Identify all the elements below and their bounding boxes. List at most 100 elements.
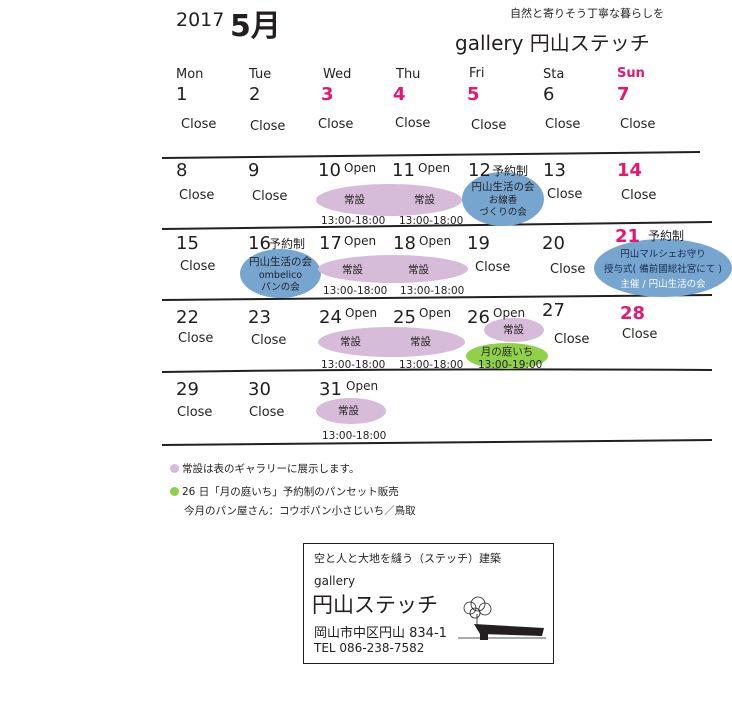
day-24: 24	[319, 307, 342, 328]
regular-exhibit-blob	[318, 327, 465, 357]
day-31: 31	[319, 379, 342, 400]
regular-exhibit-label: 常設	[338, 405, 359, 417]
day-30: 30	[248, 379, 271, 400]
day-23: 23	[248, 307, 271, 328]
day-16: 16	[248, 233, 271, 254]
day-9: 9	[248, 160, 260, 181]
regular-exhibit-label: 常設	[408, 264, 429, 276]
note-text: 26 日「月の庭いち」予約制のパンセット販売	[182, 486, 399, 498]
day-27: 27	[542, 300, 565, 321]
event-title: 円山マルシェお守り	[620, 249, 706, 260]
day-8: 8	[176, 160, 188, 181]
day-21: 21	[615, 226, 641, 247]
gallery-title: gallery 円山ステッチ	[455, 31, 650, 55]
regular-exhibit-blob	[318, 255, 468, 283]
note-bakery: 今月のパン屋さん：コウボパン小さじいち／鳥取	[184, 505, 416, 517]
day-7: 7	[617, 84, 630, 105]
weekday-thu: Thu	[396, 67, 421, 82]
regular-exhibit-label: 常設	[410, 336, 431, 348]
close-label: Close	[622, 327, 658, 342]
close-label: Close	[252, 189, 288, 204]
close-label: Close	[471, 118, 507, 133]
event-detail: パンの会	[261, 282, 300, 293]
market-label: 月の庭いち	[480, 346, 534, 358]
day-17: 17	[319, 233, 342, 254]
day-2: 2	[249, 84, 261, 105]
open-label: Open	[344, 234, 377, 248]
close-label: Close	[180, 259, 216, 274]
open-label: Open	[419, 306, 452, 320]
time-label: 13:00-18:00	[400, 285, 465, 297]
event-organizer: 主催 / 円山生活の会	[620, 279, 706, 290]
day-12: 12	[468, 160, 491, 181]
day-22: 22	[176, 307, 199, 328]
card-gallery: gallery	[314, 574, 356, 588]
open-label: Open	[344, 161, 377, 175]
day-20: 20	[542, 233, 565, 254]
event-blob	[594, 239, 732, 297]
note-text: 常設は表のギャラリーに展示します。	[182, 463, 360, 475]
close-label: Close	[547, 187, 583, 202]
note-regular: 常設は表のギャラリーに展示します。	[170, 461, 359, 476]
pink-dot-icon	[170, 464, 179, 473]
event-detail: づくりの会	[479, 207, 527, 218]
event-detail: ombelico	[258, 270, 303, 281]
regular-exhibit-label: 常設	[503, 324, 524, 336]
regular-exhibit-blob	[316, 184, 462, 216]
close-label: Close	[250, 119, 286, 134]
regular-exhibit-label: 常設	[342, 264, 363, 276]
day-3: 3	[321, 84, 334, 105]
day-14: 14	[617, 160, 643, 181]
weekday-fri: Fri	[469, 66, 485, 81]
business-card: 空と人と大地を縫う（ステッチ）建築 gallery 円山ステッチ 岡山市中区円山…	[303, 543, 554, 664]
open-label: Open	[345, 306, 378, 320]
day-26: 26	[467, 307, 490, 328]
close-label: Close	[550, 262, 586, 277]
time-label: 13:00-18:00	[323, 285, 388, 297]
building-illustration-icon	[458, 596, 546, 640]
card-tel: TEL 086-238-7582	[314, 641, 425, 655]
close-label: Close	[545, 117, 581, 132]
close-label: Close	[395, 116, 431, 131]
weekday-mon: Mon	[176, 67, 204, 82]
tagline: 自然と寄りそう丁寧な暮らしを	[510, 7, 664, 20]
separator-line	[161, 294, 713, 301]
close-label: Close	[554, 332, 590, 347]
day-6: 6	[543, 84, 555, 105]
regular-exhibit-label: 常設	[414, 194, 435, 206]
weekday-wed: Wed	[323, 67, 352, 82]
day-18: 18	[393, 233, 416, 254]
close-label: Close	[251, 333, 287, 348]
weekday-tue: Tue	[249, 67, 272, 82]
close-label: Close	[249, 405, 285, 420]
day-19: 19	[467, 233, 490, 254]
day-25: 25	[393, 307, 416, 328]
month: 5月	[230, 9, 281, 44]
separator-line	[161, 151, 701, 159]
close-label: Close	[181, 117, 217, 132]
time-label: 13:00-18:00	[321, 215, 386, 227]
event-blob	[240, 249, 321, 298]
day-28: 28	[620, 303, 646, 324]
regular-exhibit-label: 常設	[344, 194, 365, 206]
regular-exhibit-label: 常設	[340, 336, 361, 348]
close-label: Close	[621, 188, 657, 203]
close-label: Close	[620, 117, 656, 132]
card-name: 円山ステッチ	[312, 593, 438, 617]
day-5: 5	[467, 84, 480, 105]
year: 2017	[176, 9, 225, 31]
close-label: Close	[318, 117, 354, 132]
day-1: 1	[176, 84, 188, 105]
event-detail: 授与式( 備前國総社宮にて )	[604, 264, 722, 275]
open-label: Open	[493, 306, 526, 320]
time-label: 13:00-18:00	[322, 430, 387, 442]
market-blob	[466, 343, 548, 369]
card-concept: 空と人と大地を縫う（ステッチ）建築	[314, 552, 501, 565]
reservation-label: 予約制	[492, 164, 529, 178]
regular-exhibit-blob	[484, 318, 544, 342]
weekday-sun: Sun	[617, 66, 645, 81]
day-13: 13	[543, 160, 566, 181]
regular-exhibit-blob	[316, 398, 386, 424]
event-title: 円山生活の会	[249, 256, 312, 268]
